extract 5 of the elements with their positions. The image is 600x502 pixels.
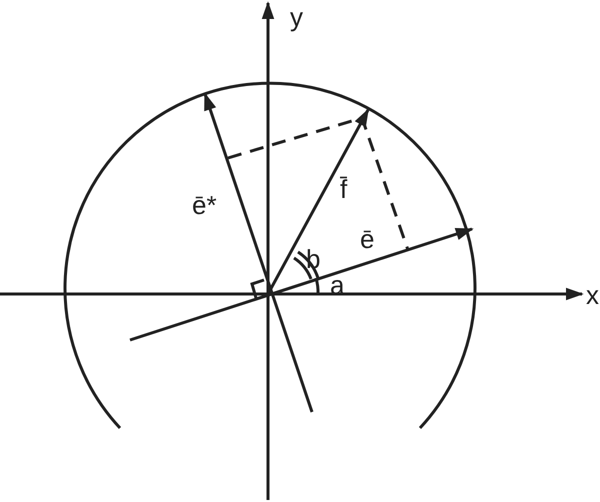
vector-label: ē bbox=[360, 226, 374, 252]
vector-label: f̄ bbox=[340, 176, 348, 202]
vector-label: ē* bbox=[192, 192, 217, 218]
axis-label: x bbox=[586, 282, 599, 308]
axis-label: y bbox=[290, 4, 303, 30]
